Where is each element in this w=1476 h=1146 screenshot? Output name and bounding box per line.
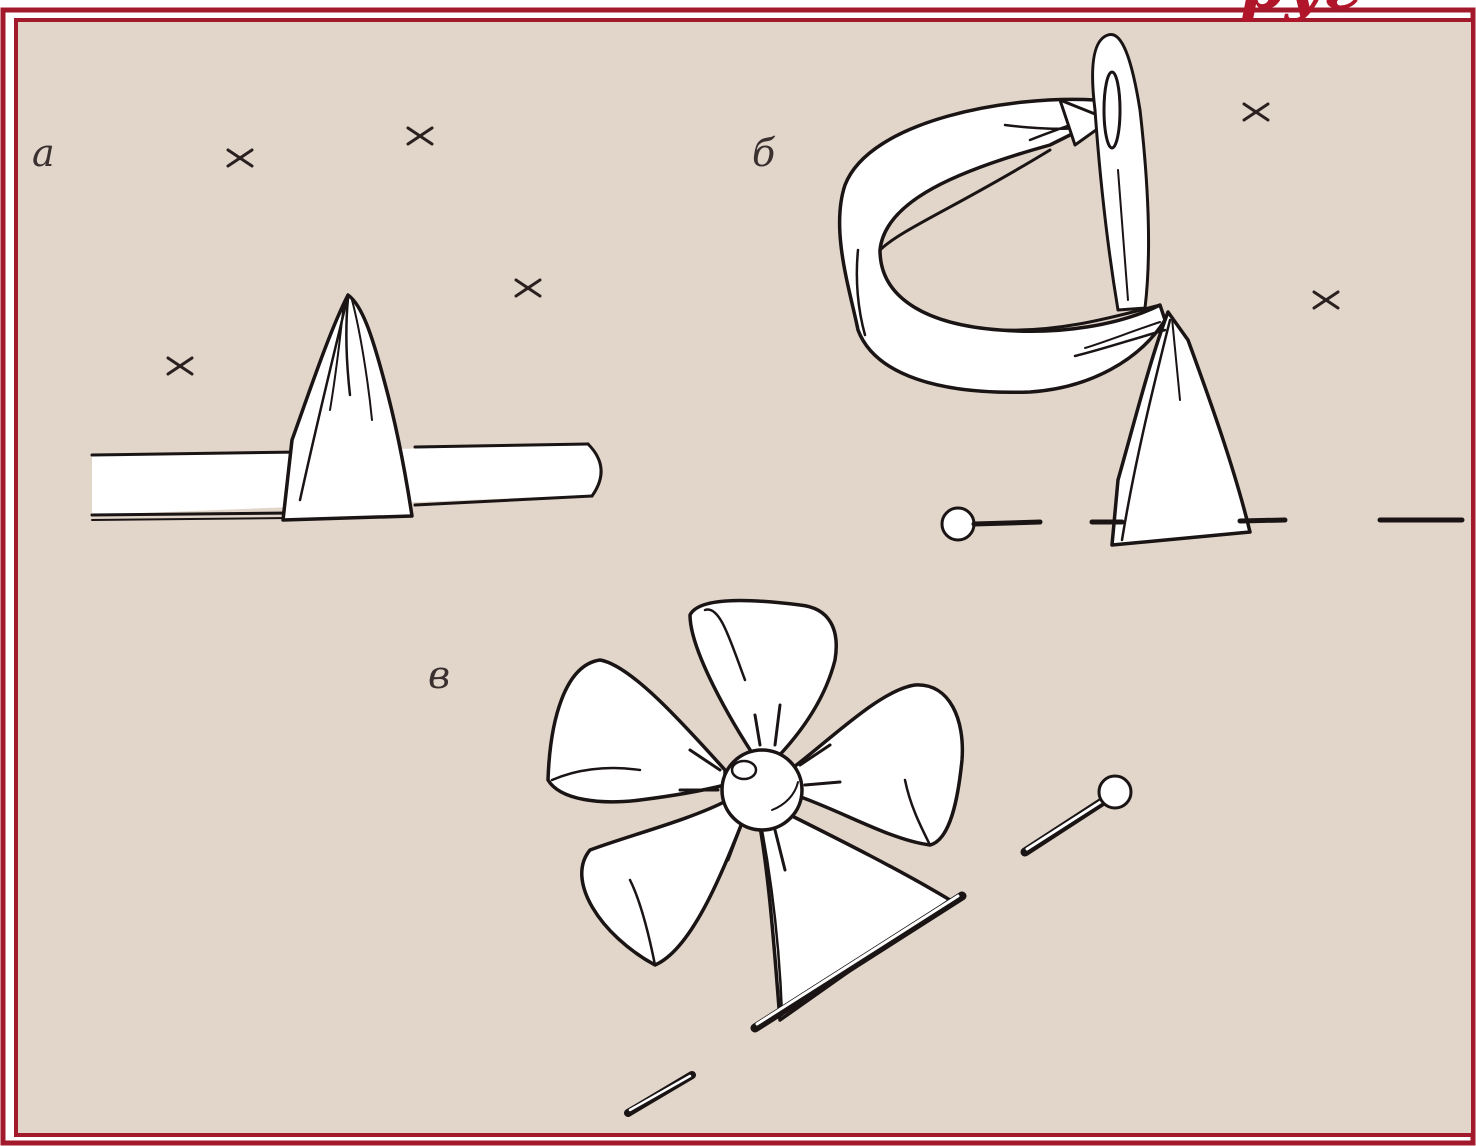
panel-label-v: в: [428, 653, 450, 697]
pin-head: [1099, 776, 1131, 808]
panel-label-b: б: [752, 131, 776, 175]
flower-center-bead: [722, 750, 802, 830]
pin-head: [942, 508, 974, 540]
panel-label-a: а: [32, 131, 55, 175]
inner-border: [16, 20, 1473, 1135]
title-fragment: руг: [1240, 0, 1359, 24]
